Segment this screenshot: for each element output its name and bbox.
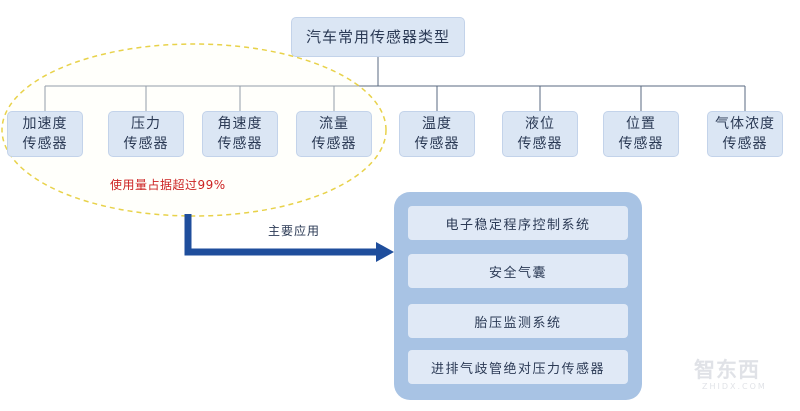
- sensor-suffix: 传感器: [217, 136, 263, 152]
- sensor-node-position: 位置 传感器: [603, 111, 679, 157]
- sensor-node-angular-velocity: 角速度 传感器: [202, 111, 278, 157]
- arrow-head: [376, 242, 394, 262]
- root-label: 汽车常用传感器类型: [305, 28, 450, 46]
- sensor-node-acceleration: 加速度 传感器: [7, 111, 83, 157]
- sensor-suffix: 传感器: [517, 136, 563, 152]
- sensor-suffix: 传感器: [22, 136, 68, 152]
- arrow-label: 主要应用: [268, 224, 321, 238]
- applications-panel: 电子稳定程序控制系统 安全气囊 胎压监测系统 进排气歧管绝对压力传感器: [394, 192, 642, 400]
- application-item-tpms: 胎压监测系统: [408, 304, 628, 338]
- application-item-airbag: 安全气囊: [408, 254, 628, 288]
- sensor-suffix: 传感器: [311, 136, 357, 152]
- watermark-text: 智东西: [694, 358, 760, 382]
- sensor-suffix: 传感器: [123, 136, 169, 152]
- sensor-node-gas-concentration: 气体浓度 传感器: [707, 111, 783, 157]
- sensor-name: 流量: [319, 116, 349, 132]
- tree-connectors: [44, 57, 746, 111]
- sensor-suffix: 传感器: [414, 136, 460, 152]
- watermark-subtext: ZHIDX.COM: [702, 382, 767, 391]
- sensor-node-pressure: 压力 传感器: [108, 111, 184, 157]
- sensor-node-temperature: 温度 传感器: [399, 111, 475, 157]
- watermark-logo: 智东西 ZHIDX.COM: [694, 354, 790, 398]
- sensor-node-flow: 流量 传感器: [296, 111, 372, 157]
- sensor-node-liquid-level: 液位 传感器: [502, 111, 578, 157]
- sensor-suffix: 传感器: [618, 136, 664, 152]
- usage-share-note: 使用量占据超过99%: [110, 178, 226, 192]
- application-item-map-sensor: 进排气歧管绝对压力传感器: [408, 350, 628, 384]
- main-application-arrow: [184, 214, 378, 256]
- sensor-name: 气体浓度: [715, 116, 775, 132]
- application-item-esc: 电子稳定程序控制系统: [408, 206, 628, 240]
- sensor-name: 加速度: [22, 116, 68, 132]
- sensor-name: 角速度: [217, 116, 263, 132]
- sensor-name: 液位: [525, 116, 555, 132]
- highlight-ellipse: [1, 43, 387, 217]
- sensor-suffix: 传感器: [722, 136, 768, 152]
- root-node: 汽车常用传感器类型: [291, 17, 465, 57]
- sensor-name: 位置: [626, 116, 656, 132]
- sensor-name: 温度: [422, 116, 452, 132]
- sensor-name: 压力: [131, 116, 161, 132]
